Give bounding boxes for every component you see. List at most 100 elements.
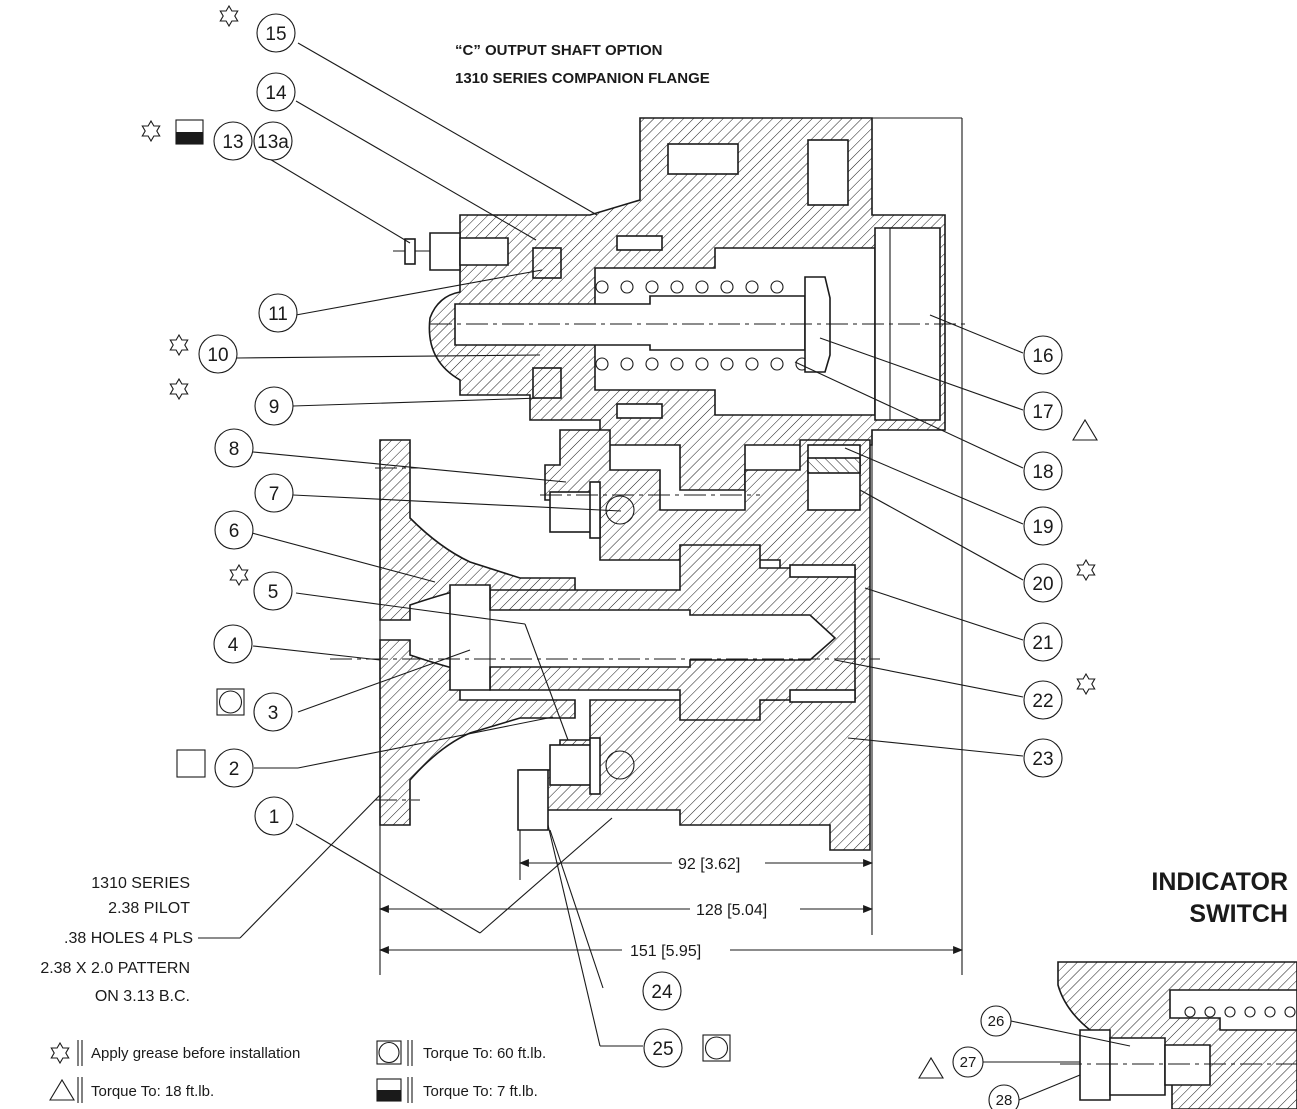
legend-torque-18-label: Torque To: 18 ft.lb. (91, 1083, 214, 1100)
callout-25: 25 (643, 1028, 683, 1068)
svg-text:5: 5 (268, 582, 279, 603)
legend: Apply grease before installation Torque … (49, 1040, 546, 1103)
torque-18-icon (918, 1056, 944, 1079)
svg-text:8: 8 (229, 439, 240, 460)
torque-60-icon (216, 688, 245, 716)
callout-3: 3 (253, 692, 293, 732)
svg-text:21: 21 (1032, 633, 1053, 654)
svg-text:2: 2 (229, 759, 240, 780)
indicator-switch-inset: INDICATOR SWITCH (983, 868, 1297, 1109)
svg-text:24: 24 (651, 982, 673, 1003)
inset-switch-nut (1109, 1037, 1166, 1096)
svg-text:11: 11 (268, 304, 288, 325)
svg-text:15: 15 (265, 24, 286, 45)
svg-text:4: 4 (228, 635, 239, 656)
triangle-icon (49, 1078, 75, 1101)
note-line: 2.38 PILOT (108, 900, 190, 917)
grease-star-icon (169, 334, 189, 356)
callout-1: 1 (254, 796, 294, 836)
grease-star-icon (219, 5, 239, 27)
legend-item-grease: Apply grease before installation (50, 1040, 300, 1066)
pocket-right (807, 139, 849, 206)
svg-text:22: 22 (1032, 691, 1053, 712)
svg-text:27: 27 (960, 1054, 977, 1071)
callout-8: 8 (214, 428, 254, 468)
callout-15: 15 (256, 13, 296, 53)
svg-text:7: 7 (269, 484, 280, 505)
gear-teeth (807, 444, 861, 511)
inset-switch-plunger (1164, 1044, 1211, 1086)
callout-6: 6 (214, 510, 254, 550)
callout-9: 9 (254, 386, 294, 426)
title-line-1: “C” OUTPUT SHAFT OPTION (455, 42, 663, 59)
svg-text:16: 16 (1032, 346, 1053, 367)
note-line: .38 HOLES 4 PLS (64, 930, 193, 947)
grease-star-icon (141, 120, 161, 142)
torque-18-icon (1072, 418, 1098, 441)
switch-fitting (393, 232, 509, 271)
hex-bolt-bottom (517, 769, 549, 831)
svg-text:20: 20 (1032, 574, 1053, 595)
callout-14: 14 (256, 72, 296, 112)
flange-spec-note: 1310 SERIES 2.38 PILOT .38 HOLES 4 PLS 2… (40, 875, 193, 1005)
callout-13a: 13a (253, 121, 293, 161)
bearing-upper (616, 235, 663, 251)
svg-text:13a: 13a (257, 132, 289, 153)
callout-2: 2 (214, 748, 254, 788)
dimensions: 92 [3.62] 128 [5.04] 151 [5.95] (379, 856, 963, 960)
grease-star-icon (1076, 559, 1096, 581)
callout-16: 16 (1023, 335, 1063, 375)
note-line: 2.38 X 2.0 PATTERN (40, 960, 190, 977)
assembly-cross-section (330, 117, 970, 975)
note-line: 1310 SERIES (91, 875, 190, 892)
legend-item-torque-18: Torque To: 18 ft.lb. (49, 1077, 214, 1103)
svg-text:3: 3 (268, 703, 279, 724)
svg-text:28: 28 (996, 1092, 1013, 1109)
callout-20: 20 (1023, 563, 1063, 603)
grease-star-icon (169, 378, 189, 400)
plunger-rod (454, 295, 806, 351)
callout-24: 24 (642, 971, 682, 1011)
callouts: 15 14 13 13a 11 10 9 8 7 6 5 4 3 2 1 16 … (198, 13, 1063, 1109)
svg-text:17: 17 (1032, 402, 1053, 423)
drawing-title: “C” OUTPUT SHAFT OPTION 1310 SERIES COMP… (455, 42, 710, 87)
seal-upper (532, 247, 562, 279)
callout-28: 28 (988, 1084, 1020, 1109)
ball-bearing-lower (549, 737, 635, 795)
callout-27: 27 (952, 1046, 984, 1078)
seal-lower (532, 367, 562, 399)
dimension-128: 128 [5.04] (696, 902, 767, 919)
indicator-heading-1: INDICATOR (1151, 868, 1288, 896)
inset-bore (1169, 989, 1297, 1031)
dimension-151: 151 [5.95] (630, 943, 701, 960)
legend-item-torque-60: Torque To: 60 ft.lb. (376, 1040, 546, 1066)
indicator-heading-2: SWITCH (1189, 900, 1288, 928)
callout-5: 5 (253, 571, 293, 611)
note-line: ON 3.13 B.C. (95, 988, 190, 1005)
torque-60-icon (702, 1034, 731, 1062)
legend-grease-label: Apply grease before installation (91, 1045, 300, 1062)
leader-lines (198, 42, 1024, 1047)
inset-spring (1184, 1006, 1296, 1018)
callout-18: 18 (1023, 451, 1063, 491)
spring (595, 280, 809, 371)
title-line-2: 1310 SERIES COMPANION FLANGE (455, 70, 710, 87)
grease-star-icon (1076, 673, 1096, 695)
svg-text:19: 19 (1032, 517, 1053, 538)
svg-text:18: 18 (1032, 462, 1053, 483)
legend-item-torque-7: Torque To: 7 ft.lb. (376, 1077, 538, 1103)
legend-torque-7-label: Torque To: 7 ft.lb. (423, 1083, 538, 1100)
svg-text:14: 14 (265, 83, 287, 104)
callout-26: 26 (980, 1005, 1012, 1037)
bearing-lower (616, 403, 663, 419)
needle-bearing-upper (789, 564, 856, 578)
callout-11: 11 (258, 293, 298, 333)
callout-7: 7 (254, 473, 294, 513)
callout-10: 10 (198, 334, 238, 374)
svg-text:23: 23 (1032, 749, 1053, 770)
torque-7-icon (175, 119, 204, 145)
pocket-top (667, 143, 739, 175)
dimension-92: 92 [3.62] (678, 856, 740, 873)
svg-text:1: 1 (269, 807, 280, 828)
